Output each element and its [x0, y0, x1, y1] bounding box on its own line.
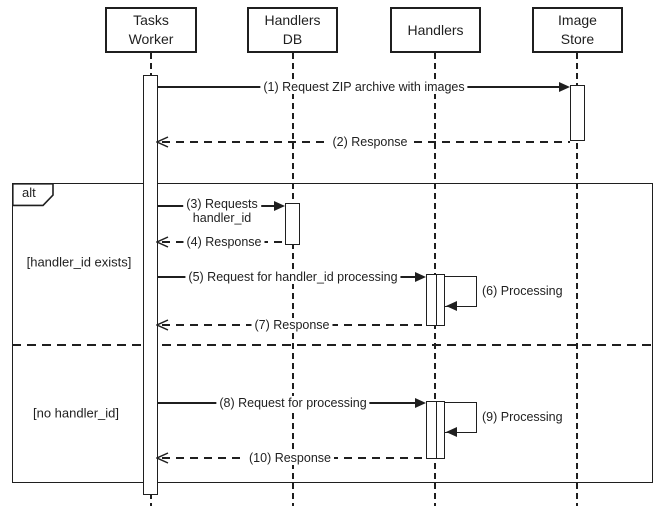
message-2-label: (2) Response: [329, 135, 411, 149]
message-2-arrowhead-open: [156, 136, 169, 148]
message-10-label: (10) Response: [246, 451, 334, 465]
activation-handlers-2-nested: [436, 401, 445, 459]
message-5-arrowhead-filled: [415, 272, 426, 282]
message-4-arrowhead-open: [156, 236, 169, 248]
message-10-arrowhead-open: [156, 452, 169, 464]
message-6-self-loop: [445, 276, 477, 307]
alt-fragment-divider: [12, 344, 653, 346]
message-8-arrowhead-filled: [415, 398, 426, 408]
guard-no-handler-id: [no handler_id]: [32, 405, 120, 421]
message-6-label: (6) Processing: [482, 284, 563, 298]
message-9-self-loop: [445, 402, 477, 433]
message-1-label: (1) Request ZIP archive with images: [260, 80, 468, 94]
message-7-arrowhead-open: [156, 319, 169, 331]
alt-fragment-frame: [12, 183, 653, 483]
message-3-label: (3) Requests handler_id: [183, 197, 261, 225]
activation-tasks-worker: [143, 75, 158, 495]
alt-operator-pentagon: alt: [12, 183, 56, 212]
message-4-label: (4) Response: [183, 235, 265, 249]
message-9-label: (9) Processing: [482, 410, 563, 424]
message-7-label: (7) Response: [251, 318, 333, 332]
actor-box-handlers-db: Handlers DB: [247, 7, 338, 53]
pentagon-shape-icon: [12, 183, 54, 207]
message-5-label: (5) Request for handler_id processing: [185, 270, 401, 284]
message-6-arrowhead-filled: [446, 301, 457, 311]
message-1-arrowhead-filled: [559, 82, 570, 92]
message-3-arrowhead-filled: [274, 201, 285, 211]
message-9-arrowhead-filled: [446, 427, 457, 437]
actor-box-image-store: Image Store: [532, 7, 623, 53]
lifeline-image-store: [576, 53, 578, 506]
guard-handler-id-exists: [handler_id exists]: [26, 254, 132, 270]
activation-image-store: [570, 85, 585, 141]
message-8-label: (8) Request for processing: [216, 396, 370, 410]
actor-box-handlers: Handlers: [390, 7, 481, 53]
alt-operator-label: alt: [22, 185, 36, 200]
actor-box-tasks-worker: Tasks Worker: [105, 7, 197, 53]
activation-handlers-1-nested: [436, 274, 445, 326]
activation-handlers-db: [285, 203, 300, 245]
